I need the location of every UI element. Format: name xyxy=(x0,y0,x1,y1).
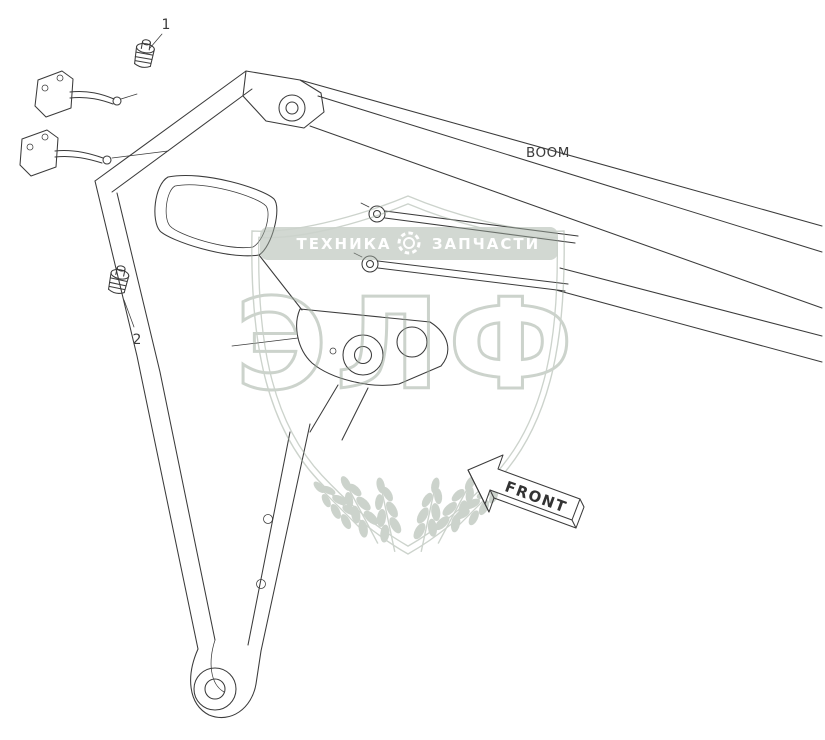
leader-line-2 xyxy=(123,299,135,328)
leg-hole-lower xyxy=(256,579,266,589)
hose-clamp-bracket-lower xyxy=(19,129,169,177)
boom-left-edges xyxy=(94,70,253,193)
hose-clamp-bracket-upper xyxy=(34,70,138,118)
watermark-text-right: ЗАПЧАСТИ xyxy=(432,235,540,253)
watermark: ТЕХНИКА ЗАПЧАСТИ ЭЛФ xyxy=(233,195,581,556)
front-arrow: FRONT xyxy=(467,454,585,529)
grease-fitting-part-2 xyxy=(106,263,135,328)
watermark-brand-letters: ЭЛФ xyxy=(235,271,581,418)
tube-fitting-upper xyxy=(368,205,386,223)
boom-leg xyxy=(94,180,311,719)
boom-arm-lines xyxy=(299,79,823,363)
pivot-hole-bore xyxy=(204,678,226,700)
boom-head-bushing-bore xyxy=(285,101,299,115)
watermark-text-left: ТЕХНИКА xyxy=(296,235,391,253)
boom-head-bushing xyxy=(278,94,306,122)
boom-head-plate xyxy=(242,70,325,129)
front-arrow-face xyxy=(467,454,581,521)
callout-number-1: 1 xyxy=(162,17,171,33)
callout-number-2: 2 xyxy=(133,332,142,348)
hydraulic-tubes xyxy=(353,202,579,292)
watermark-banner xyxy=(260,227,558,260)
tube-fitting-lower xyxy=(361,255,379,273)
gear-icon xyxy=(397,231,421,255)
pivot-hole xyxy=(193,667,237,711)
cylinder-mount-bracket xyxy=(231,308,449,441)
grease-fitting-part-1 xyxy=(132,33,163,70)
boom-label: BOOM xyxy=(526,145,570,161)
leader-line-1 xyxy=(149,33,163,49)
leg-hole-upper xyxy=(263,514,273,524)
